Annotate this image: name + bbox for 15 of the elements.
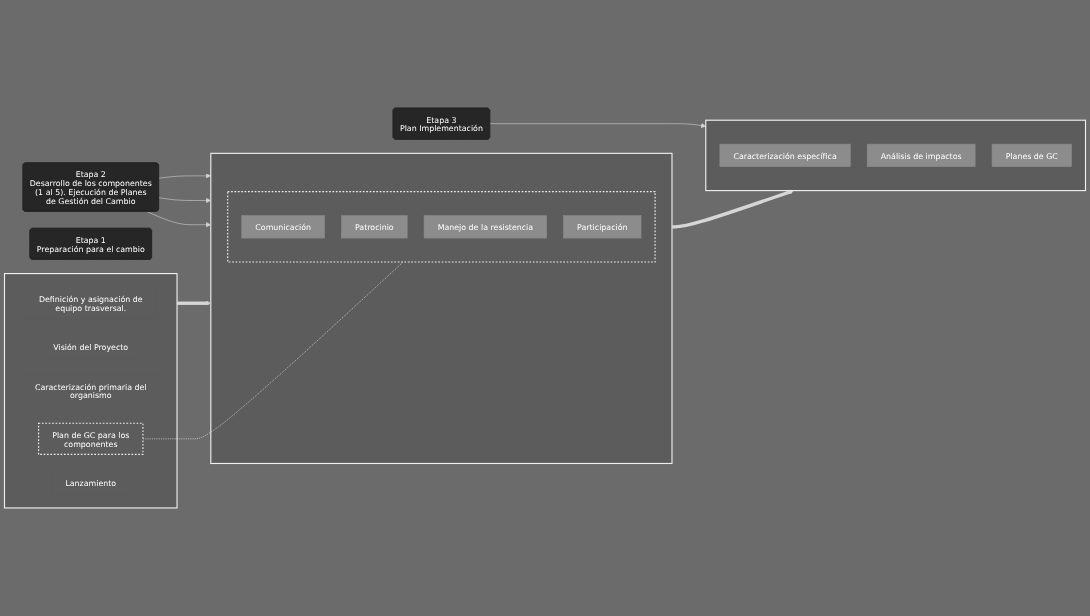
cluster <box>210 152 673 465</box>
arrow <box>672 189 794 229</box>
connector <box>142 261 404 440</box>
node-box <box>991 143 1072 167</box>
node-box <box>341 215 408 239</box>
cluster <box>3 273 178 509</box>
node-box <box>423 215 547 239</box>
cluster <box>705 119 1087 192</box>
node-box <box>38 422 144 455</box>
node-box <box>241 215 325 239</box>
node-box <box>563 215 642 239</box>
cluster <box>227 191 656 263</box>
arrow <box>177 300 212 306</box>
node-box <box>866 143 976 167</box>
node-box <box>719 143 851 167</box>
